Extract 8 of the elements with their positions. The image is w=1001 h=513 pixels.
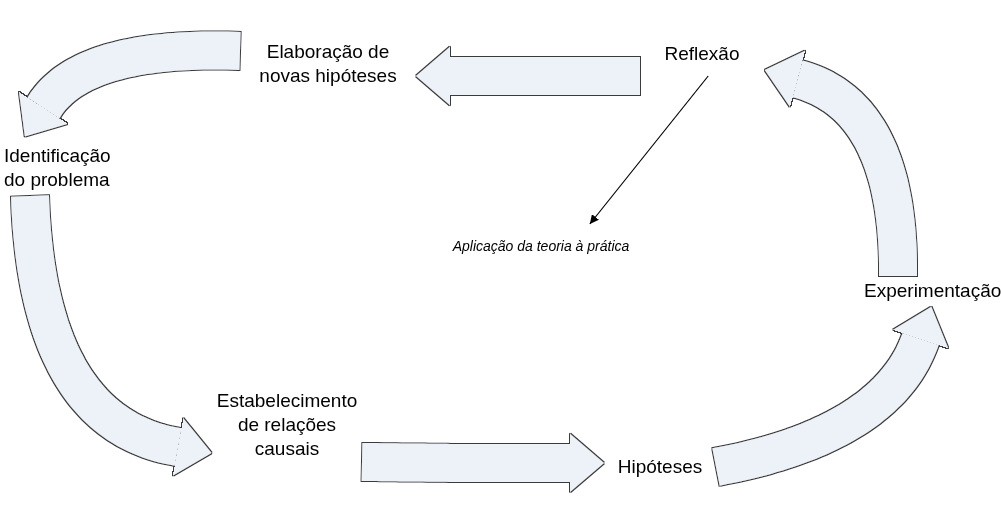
step-label: Reflexão: [640, 32, 764, 76]
step-label: Elaboração de novas hipóteses: [240, 38, 416, 90]
step-label: Hipóteses: [604, 452, 716, 482]
step-label: Estabelecimento de relações causais: [212, 384, 362, 466]
arrow: [589, 75, 709, 225]
step-label: Experimentação: [864, 276, 1000, 306]
step-label: Identificação do problema: [4, 140, 134, 196]
annotation-text: Aplicação da teoria à prática: [430, 224, 652, 270]
